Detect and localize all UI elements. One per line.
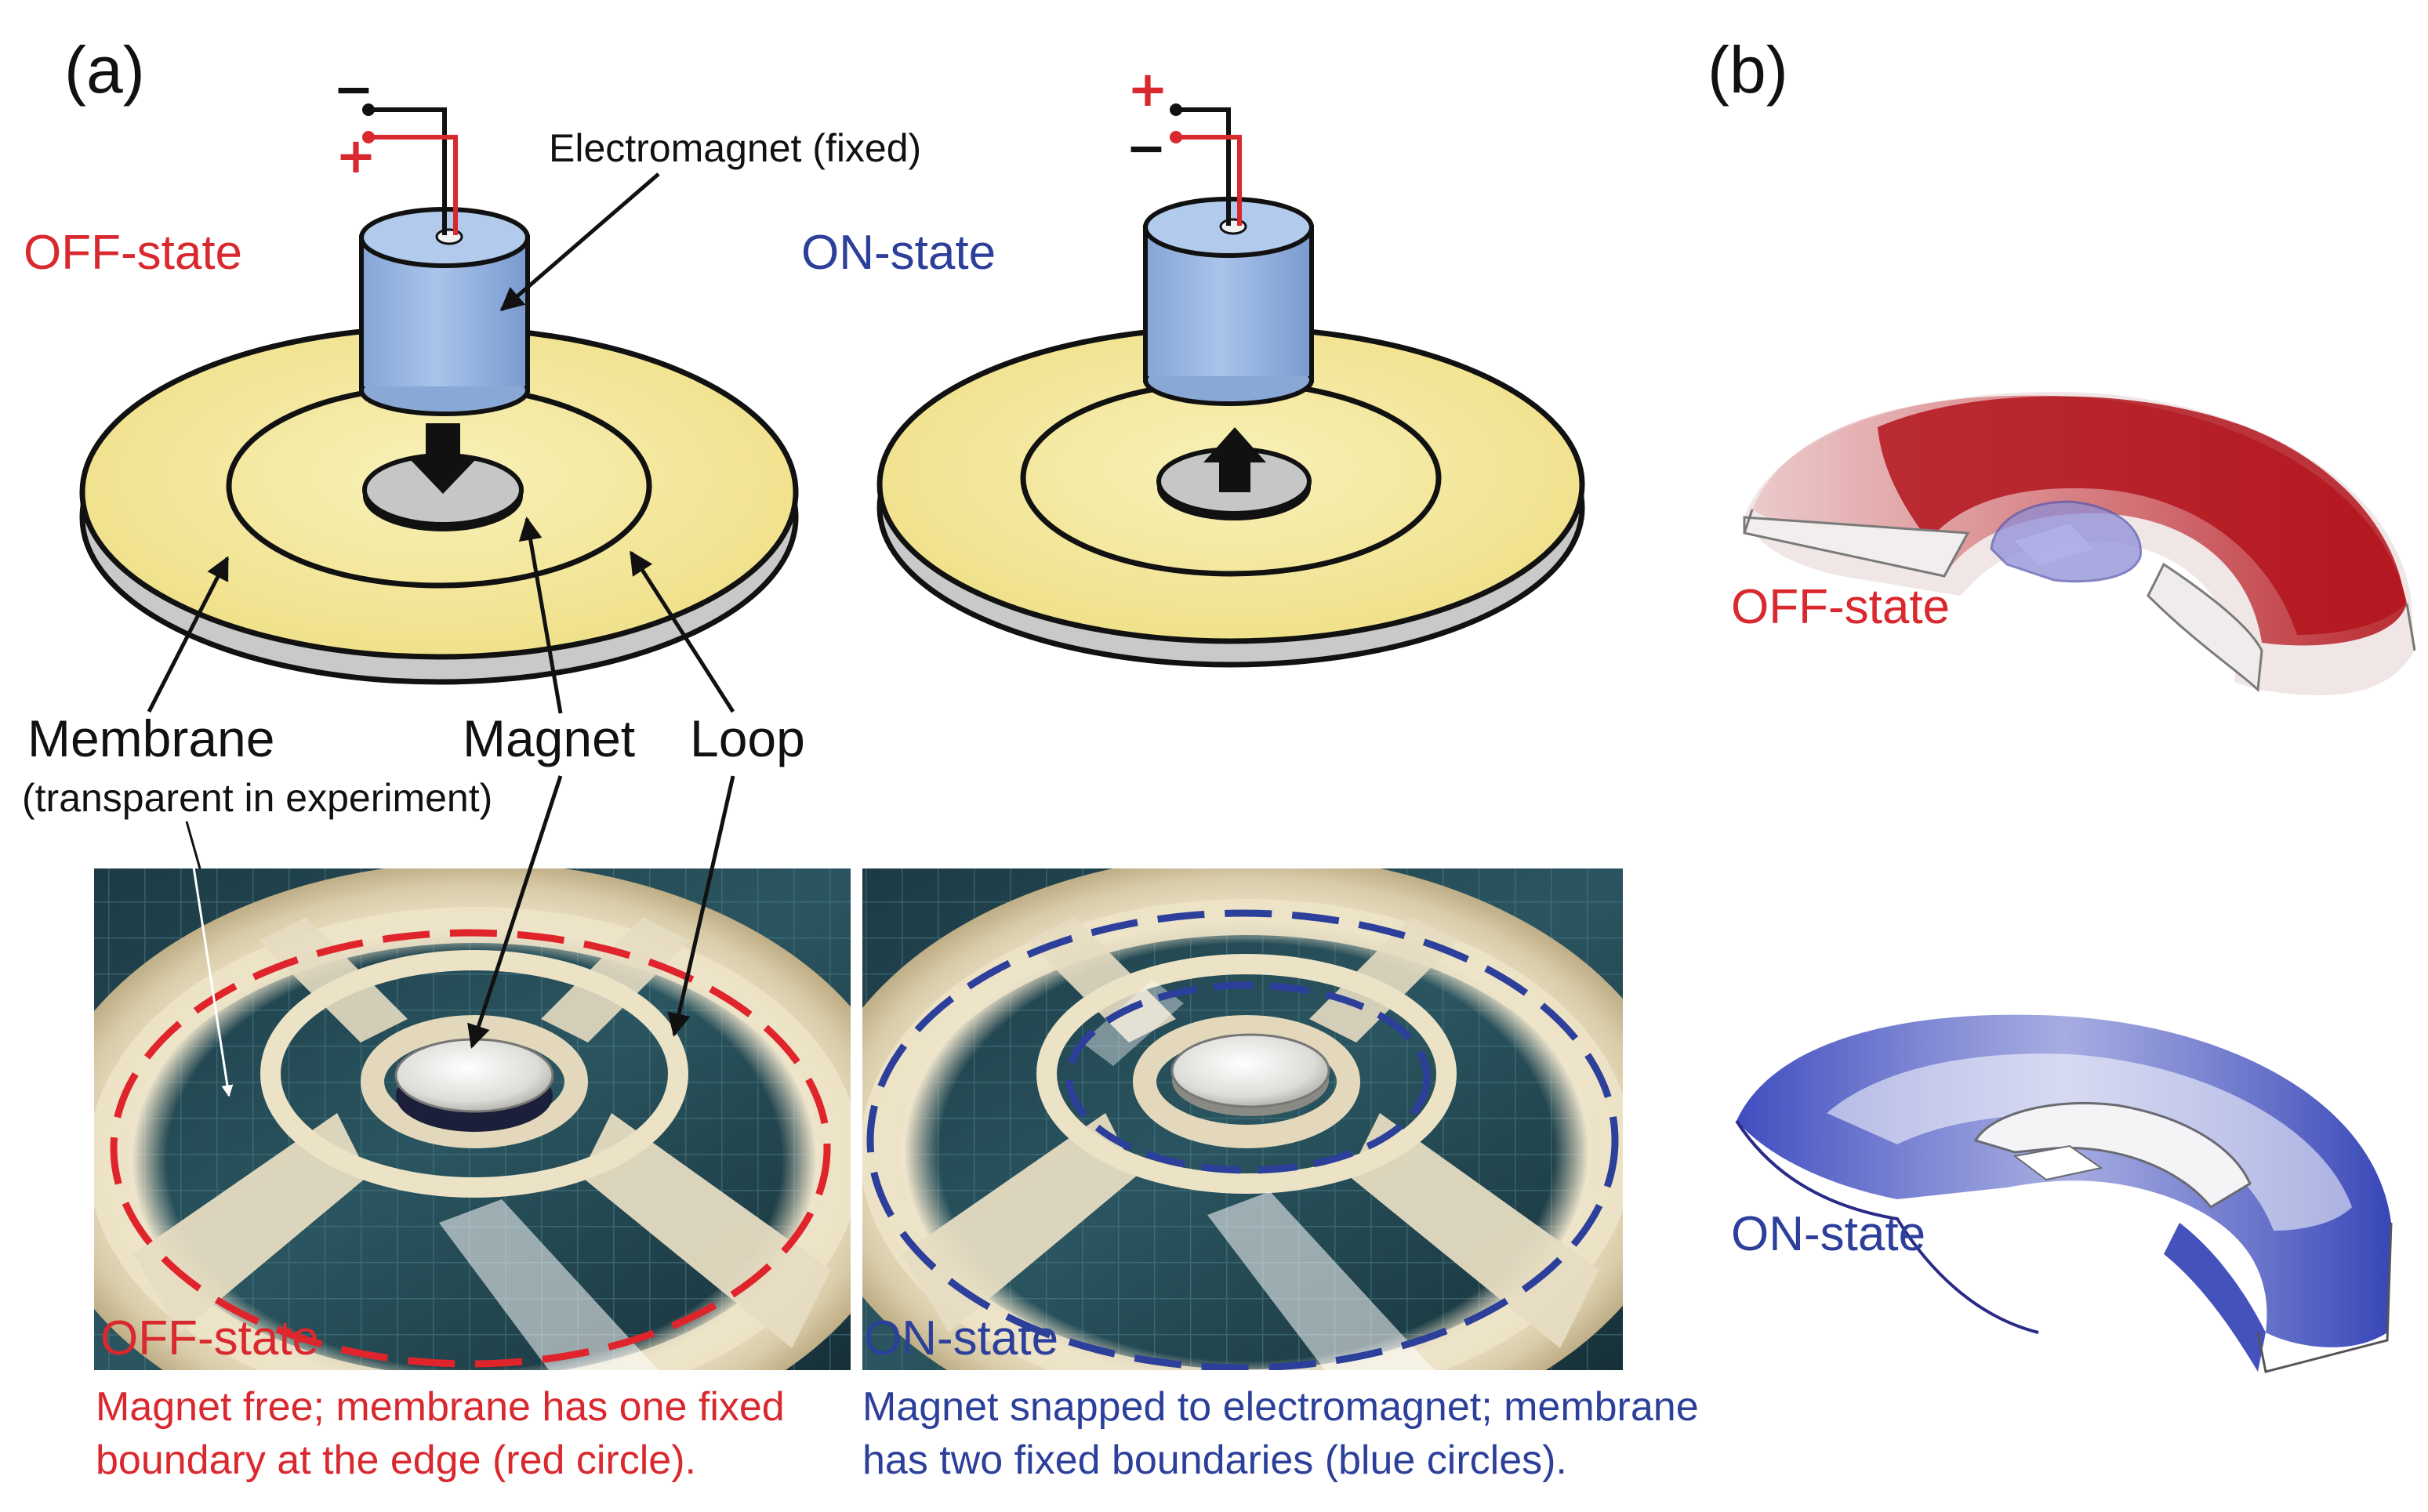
polarity-plus: + — [1127, 60, 1168, 118]
fixed-boundary-loop-blue — [1065, 981, 1431, 1174]
polarity-minus: − — [1126, 119, 1167, 176]
magnet — [394, 1038, 554, 1113]
callout-loop: Loop — [690, 709, 805, 767]
simulation-off: OFF-state — [1731, 392, 2416, 696]
schematic-on-state-label: ON-state — [801, 226, 996, 280]
callout-membrane-arrow — [147, 556, 230, 713]
callout-magnet-arrow — [518, 517, 563, 714]
polarity-plus: + — [336, 127, 376, 184]
schematic-on: ON-state + − — [801, 60, 1585, 668]
fixed-boundary-edge-red — [110, 929, 831, 1368]
magnet — [1170, 1033, 1330, 1108]
fixed-boundary-edge-blue — [866, 909, 1619, 1370]
spoke — [902, 1113, 1137, 1333]
panel-b-label: (b) — [1708, 33, 1788, 107]
callout-loop-arrow — [629, 550, 735, 713]
spoke — [1309, 917, 1458, 1042]
photo-off: OFF-state Magnet free; membrane has one … — [94, 775, 851, 1483]
photo-on-caption-line1: Magnet snapped to electromagnet; membran… — [862, 1384, 1699, 1430]
photo-on-state-label: ON-state — [864, 1311, 1058, 1365]
spoke — [541, 917, 690, 1042]
photo-off-caption-line2: boundary at the edge (red circle). — [96, 1438, 696, 1483]
callout-membrane-note: (transparent in experiment) — [22, 776, 492, 820]
wire-red — [1176, 135, 1242, 226]
wire-black — [1176, 107, 1231, 226]
schematic-off: OFF-state − + — [24, 60, 799, 685]
simulation-on-label: ON-state — [1731, 1207, 1925, 1261]
magnet-arrow — [467, 775, 563, 1049]
force-arrow-down-icon — [409, 423, 477, 494]
spoke — [1027, 917, 1176, 1042]
schematic-off-state-label: OFF-state — [24, 226, 242, 280]
polarity-minus: − — [333, 60, 374, 118]
photo-on: ON-state Magnet snapped to electromagnet… — [862, 868, 1699, 1483]
spoke — [259, 917, 408, 1042]
wire-negative — [368, 107, 447, 235]
photo-off-state-label: OFF-state — [100, 1311, 319, 1365]
force-arrow-up-icon — [1203, 427, 1266, 492]
loop — [1036, 954, 1457, 1194]
callouts: Electromagnet (fixed) Membrane (transpar… — [22, 126, 921, 820]
panel-a-label: (a) — [64, 33, 145, 107]
membrane-arrow — [185, 821, 234, 1097]
simulation-on: ON-state — [1731, 1014, 2393, 1373]
callout-membrane: Membrane — [27, 709, 274, 767]
callout-electromagnet-arrow — [499, 172, 660, 311]
loop — [260, 950, 688, 1198]
magnet-region — [1973, 1101, 2252, 1209]
callout-electromagnet: Electromagnet (fixed) — [549, 126, 921, 170]
spoke — [1348, 1113, 1599, 1348]
callout-magnet: Magnet — [463, 709, 635, 767]
spoke — [580, 1113, 831, 1348]
simulation-off-label: OFF-state — [1731, 580, 1950, 634]
photo-off-caption-line1: Magnet free; membrane has one fixed — [96, 1384, 785, 1430]
photo-on-caption-line2: has two fixed boundaries (blue circles). — [862, 1438, 1567, 1483]
spoke — [133, 1113, 368, 1333]
wire-positive — [368, 135, 458, 235]
loop-arrow — [667, 775, 735, 1037]
